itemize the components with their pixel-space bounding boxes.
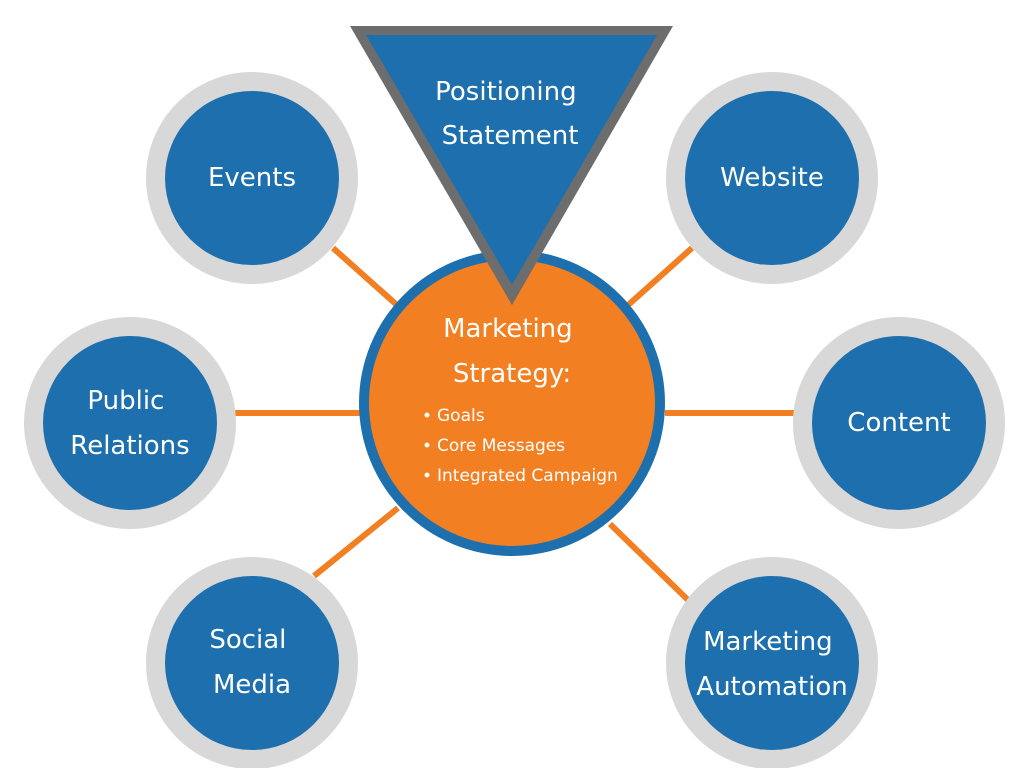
node-marketing-automation-line-1: Marketing: [703, 627, 833, 657]
center-bullet-list: Goals Core Messages Integrated Campaign: [424, 406, 618, 486]
node-events-line: Events: [208, 163, 296, 193]
node-events-body: [165, 91, 339, 265]
node-website: Website: [666, 72, 878, 284]
node-social-media-line-1: Social: [209, 625, 286, 655]
positioning-statement: Positioning Statement: [350, 26, 673, 305]
positioning-label: Positioning Statement: [435, 77, 585, 151]
node-marketing-automation: Marketing Automation: [666, 557, 878, 768]
node-public-relations-body: [43, 336, 217, 510]
node-events: Events: [146, 72, 358, 284]
connector-marketing-automation: [607, 521, 691, 603]
node-social-media-line-2: Media: [213, 670, 291, 700]
node-website-label: Website: [720, 163, 824, 193]
node-marketing-automation-line-2: Automation: [696, 672, 847, 702]
node-content-body: [812, 336, 986, 510]
node-content-line: Content: [847, 408, 950, 438]
bullet-dot-3: [424, 472, 430, 478]
bullet-integrated-campaign: Integrated Campaign: [437, 466, 618, 486]
node-public-relations-label: Public Relations: [70, 386, 189, 461]
center-title: Marketing Strategy:: [443, 314, 581, 389]
node-social-media-label: Social Media: [209, 625, 294, 700]
node-website-line: Website: [720, 163, 824, 193]
bullet-core-messages: Core Messages: [437, 436, 565, 456]
node-events-label: Events: [208, 163, 296, 193]
node-social-media: Social Media: [146, 557, 358, 768]
node-content-label: Content: [847, 408, 950, 438]
node-website-body: [685, 91, 859, 265]
positioning-line-2: Statement: [442, 121, 579, 151]
connector-events: [331, 245, 400, 309]
bullet-dot-2: [424, 442, 430, 448]
node-public-relations-line-2: Relations: [70, 431, 189, 461]
node-public-relations-line-1: Public: [87, 386, 164, 416]
positioning-triangle-body: [366, 35, 657, 285]
bullet-goals: Goals: [437, 406, 485, 426]
connector-website: [625, 245, 694, 309]
connectors: [234, 245, 797, 603]
bullet-dot-1: [424, 412, 430, 418]
node-social-media-body: [165, 576, 339, 750]
connector-social-media: [312, 505, 400, 579]
center-title-line-1: Marketing: [443, 314, 573, 344]
node-marketing-automation-body: [685, 576, 859, 750]
node-public-relations: Public Relations: [24, 317, 236, 529]
center-node: Marketing Strategy: Goals Core Messages …: [359, 250, 665, 556]
positioning-line-1: Positioning: [435, 77, 576, 107]
node-marketing-automation-label: Marketing Automation: [696, 627, 847, 702]
node-content: Content: [793, 317, 1005, 529]
center-node-body: [369, 260, 655, 546]
center-title-line-2: Strategy:: [453, 359, 571, 389]
